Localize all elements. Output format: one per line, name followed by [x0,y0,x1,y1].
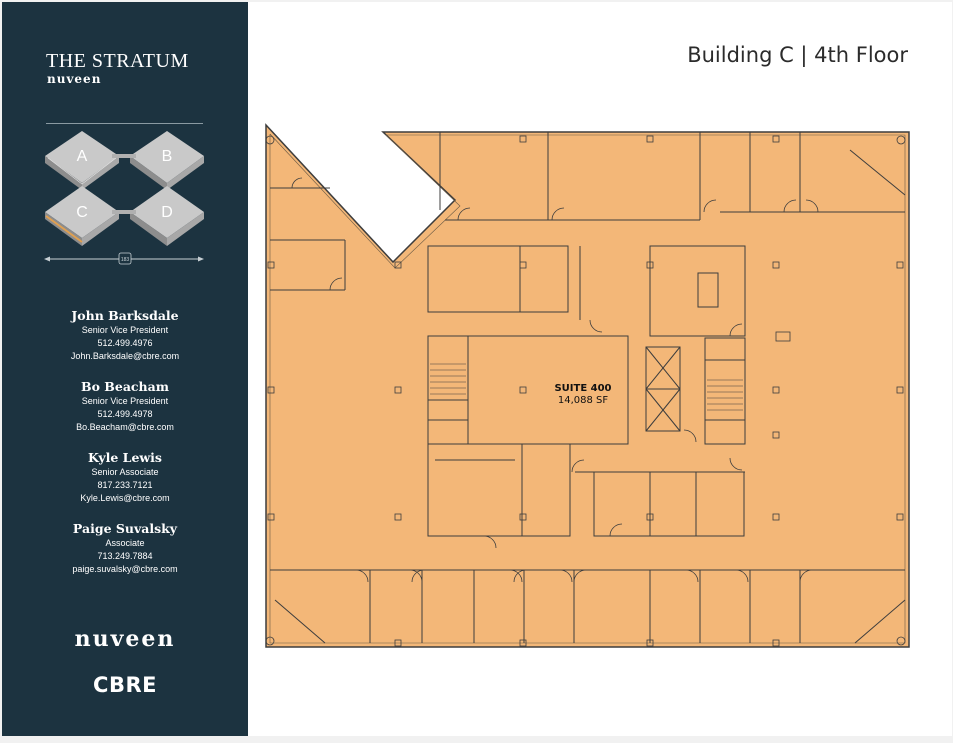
floor-outline [265,123,910,648]
skybridges [112,154,136,214]
contact-title: Associate [105,538,145,548]
contact-email[interactable]: paige.suvalsky@cbre.com [72,564,178,574]
door-swings [291,177,819,583]
contact-phone[interactable]: 817.233.7121 [97,480,153,490]
building-key-map: A B C D 183 [44,131,204,265]
building-d-label: D [161,204,173,221]
building-a-label: A [77,148,88,165]
contact-name: Bo Beacham [81,379,169,394]
contact-email[interactable]: Bo.Beacham@cbre.com [76,422,174,432]
building-b-label: B [162,148,173,165]
stair-treads [430,363,743,411]
divider [46,123,203,124]
building-c-label: C [76,204,88,221]
floor-plan-panel: Building C | 4th Floor [248,2,952,736]
contact-card: Kyle Lewis Senior Associate 817.233.7121… [2,450,248,505]
highway-shield-icon [118,252,132,265]
contact-phone[interactable]: 512.499.4976 [97,338,153,348]
contact-phone[interactable]: 512.499.4978 [97,409,153,419]
contact-email[interactable]: John.Barksdale@cbre.com [70,351,180,361]
left-arrow-icon [44,256,50,262]
contact-email[interactable]: Kyle.Lewis@cbre.com [80,493,170,503]
contact-card: Paige Suvalsky Associate 713.249.7884 pa… [2,521,248,576]
building-d: D [130,186,204,246]
building-b: B [130,131,204,190]
building-c: C [45,186,119,246]
brand-title: THE STRATUM [46,50,189,72]
sidebar: THE STRATUM nuveen A B C D [2,2,248,736]
contact-name: Paige Suvalsky [72,521,178,536]
columns [265,135,906,647]
contact-title: Senior Vice President [81,325,169,335]
cbre-logo: CBRE [93,673,157,697]
contact-phone[interactable]: 713.249.7884 [97,551,153,561]
brand-subtitle: nuveen [47,72,102,86]
interior-walls [270,132,906,644]
floor-title: Building C | 4th Floor [687,43,908,67]
road-label: 183 [121,257,130,263]
contact-title: Senior Associate [91,467,159,477]
nuveen-logo: nuveen [74,626,176,652]
contact-name: John Barksdale [71,308,179,323]
contact-card: John Barksdale Senior Vice President 512… [2,308,248,363]
contact-card: Bo Beacham Senior Vice President 512.499… [2,379,248,434]
floor-plan: SUITE 400 14,088 SF [265,123,910,648]
suite-area: 14,088 SF [558,395,609,406]
contact-title: Senior Vice President [81,396,169,406]
right-arrow-icon [198,256,204,262]
contact-name: Kyle Lewis [88,450,162,465]
suite-name: SUITE 400 [554,383,611,394]
building-a: A [45,131,119,190]
highway-line: 183 [44,252,204,265]
